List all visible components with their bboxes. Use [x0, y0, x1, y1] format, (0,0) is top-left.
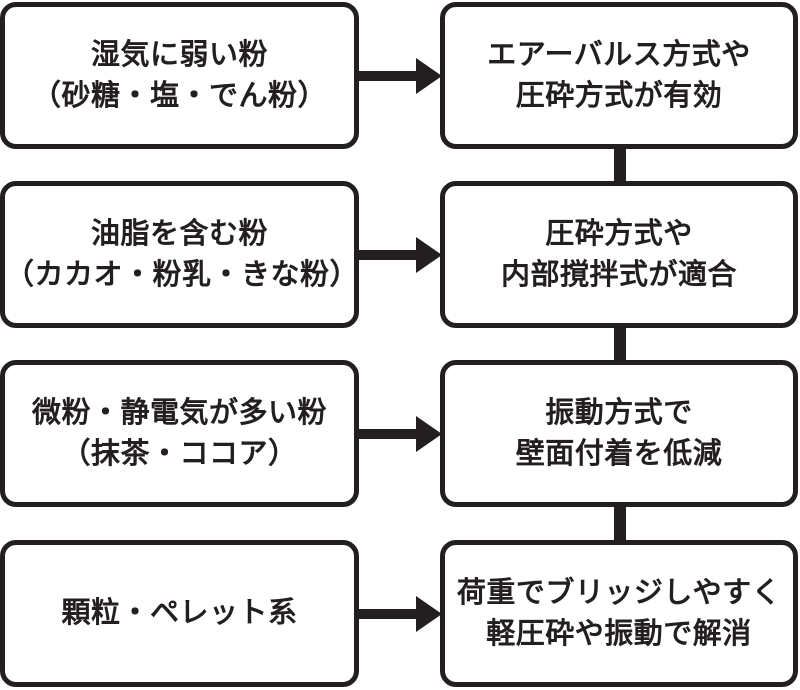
- flow-row: 顆粒・ペレット系 荷重でブリッジしやすく 軽圧砕や振動で解消: [0, 540, 800, 687]
- arrow-shaft: [356, 249, 416, 260]
- arrow-shaft: [356, 608, 416, 619]
- powder-type-box: 油脂を含む粉 （カカオ・粉乳・きな粉）: [0, 181, 359, 328]
- method-label: 振動方式で 壁面付着を低減: [515, 396, 723, 470]
- method-label: 荷重でブリッジしやすく 軽圧砕や振動で解消: [456, 576, 782, 650]
- arrow-head: [416, 415, 442, 452]
- arrow-head: [416, 57, 442, 94]
- powder-type-label: 油脂を含む粉 （カカオ・粉乳・きな粉）: [5, 217, 360, 291]
- powder-type-box: 湿気に弱い粉 （砂糖・塩・でん粉）: [0, 2, 359, 149]
- powder-type-box: 微粉・静電気が多い粉 （抹茶・ココア）: [0, 360, 359, 507]
- powder-type-label: 湿気に弱い粉 （砂糖・塩・でん粉）: [31, 38, 327, 112]
- method-box: 荷重でブリッジしやすく 軽圧砕や振動で解消: [440, 540, 798, 687]
- arrow-head: [416, 595, 442, 632]
- powder-type-label: 顆粒・ペレット系: [61, 597, 298, 629]
- right-arrow-icon: [356, 2, 442, 149]
- method-box: 圧砕方式や 内部撹拌式が適合: [440, 181, 798, 328]
- right-arrow-icon: [356, 360, 442, 507]
- flow-row: 湿気に弱い粉 （砂糖・塩・でん粉） エアーバルス方式や 圧砕方式が有効: [0, 2, 800, 149]
- vertical-connector-icon: [614, 140, 626, 186]
- flow-row: 微粉・静電気が多い粉 （抹茶・ココア） 振動方式で 壁面付着を低減: [0, 360, 800, 507]
- method-label: 圧砕方式や 内部撹拌式が適合: [500, 217, 737, 291]
- right-arrow-icon: [356, 181, 442, 328]
- powder-type-box: 顆粒・ペレット系: [0, 540, 359, 687]
- arrow-shaft: [356, 428, 416, 439]
- method-box: 振動方式で 壁面付着を低減: [440, 360, 798, 507]
- vertical-connector-icon: [614, 319, 626, 365]
- arrow-head: [416, 236, 442, 273]
- powder-type-label: 微粉・静電気が多い粉 （抹茶・ココア）: [31, 396, 327, 470]
- right-arrow-icon: [356, 540, 442, 687]
- flow-row: 油脂を含む粉 （カカオ・粉乳・きな粉） 圧砕方式や 内部撹拌式が適合: [0, 181, 800, 328]
- method-label: エアーバルス方式や 圧砕方式が有効: [487, 38, 751, 112]
- arrow-shaft: [356, 70, 416, 81]
- method-box: エアーバルス方式や 圧砕方式が有効: [440, 2, 798, 149]
- vertical-connector-icon: [614, 498, 626, 544]
